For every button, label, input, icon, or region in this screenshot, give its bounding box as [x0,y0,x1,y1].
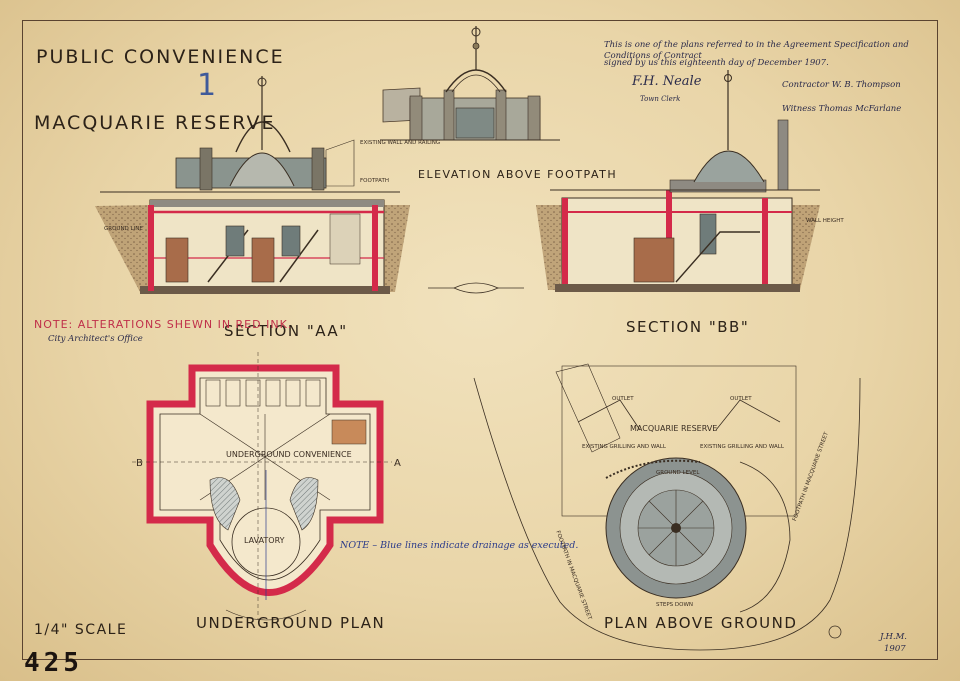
signature-role: Town Clerk [640,95,681,103]
wall-height-label: WALL HEIGHT [806,218,844,224]
section-bb-drawing [536,70,820,292]
signature: F.H. Neale [632,74,702,89]
title-line-2: MACQUARIE RESERVE [34,112,276,134]
railing-right-label: EXISTING GRILLING AND WALL [700,444,784,450]
ground-line-label: GROUND LINE [104,226,143,232]
underground-plan-drawing [132,352,392,621]
sheet-mark: 1 [197,68,217,103]
underground-plan-label: UNDERGROUND PLAN [196,614,386,632]
cut-line-a: A [394,458,401,469]
sheet-number: 425 [24,648,83,678]
initials: J.H.M. [880,632,907,642]
reserve-label: MACQUARIE RESERVE [630,424,718,433]
steps-down-label: STEPS DOWN [656,602,693,608]
blue-lines-note: NOTE – Blue lines indicate drainage as e… [340,540,579,551]
red-ink-note: NOTE: ALTERATIONS SHEWN IN RED INK. [34,318,293,331]
railing-left-label: EXISTING GRILLING AND WALL [582,444,666,450]
lavatory-label: LAVATORY [244,536,285,545]
drawing-year: 1907 [884,644,906,654]
plan-above-ground-drawing [473,363,861,651]
existing-railing-label: EXISTING WALL AND RAILING [360,140,441,146]
plan-above-ground-label: PLAN ABOVE GROUND [604,614,798,632]
decorative-flourishes [428,282,842,639]
elevation-label: ELEVATION ABOVE FOOTPATH [418,168,618,181]
footpath-label: FOOTPATH [360,178,389,184]
section-aa-drawing [95,76,410,294]
certification-line-2: signed by us this eighteenth day of Dece… [604,58,829,68]
elevation-drawing [380,26,560,141]
scale-label: 1/4" SCALE [34,622,128,638]
section-aa-label: SECTION "AA" [224,322,348,340]
certification-line-1: This is one of the plans referred to in … [604,40,909,61]
red-ink-note-sub: City Architect's Office [48,334,143,344]
witness-signature: Witness Thomas McFarlane [782,104,902,114]
outlet-left-label: OUTLET [612,396,634,402]
underground-plan-name: UNDERGROUND CONVENIENCE [226,450,352,459]
title-line-1: PUBLIC CONVENIENCE [36,46,285,68]
outlet-right-label: OUTLET [730,396,752,402]
ground-level-label: GROUND LEVEL [656,470,700,476]
drawing-border [22,20,938,660]
cut-line-b: B [136,458,143,469]
section-bb-label: SECTION "BB" [626,318,750,336]
contractor-signature: Contractor W. B. Thompson [782,80,901,90]
